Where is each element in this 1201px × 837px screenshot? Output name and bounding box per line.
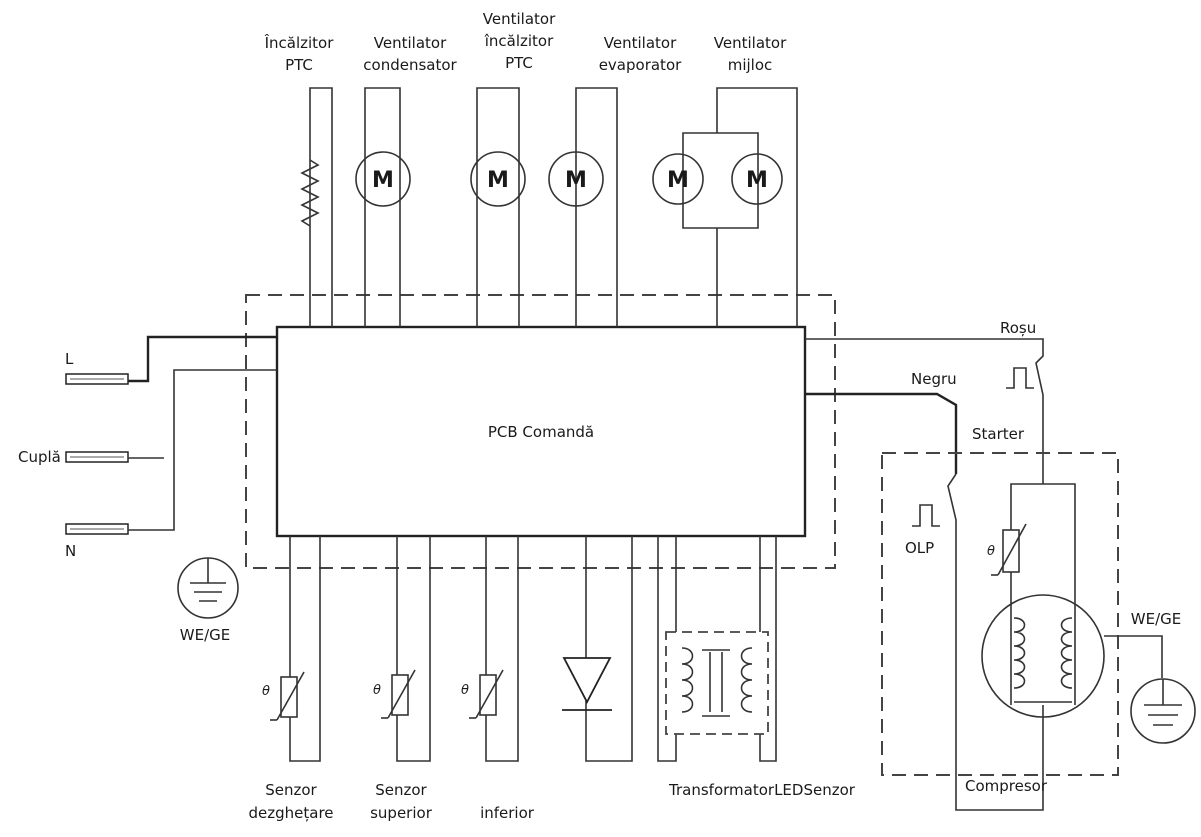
heater-ptc — [300, 87, 333, 327]
defrost-sensor-label-2: dezghețare — [248, 804, 333, 822]
resistor-symbol — [300, 159, 320, 227]
red-wire — [805, 338, 1044, 484]
compressor-ptc: θ — [987, 483, 1076, 705]
controller-housing-dashed — [245, 294, 836, 569]
heater-ptc-fan: M — [470, 87, 526, 327]
terminal-coupling-label: Cuplă — [18, 448, 61, 466]
olp-wire — [947, 473, 1044, 811]
condenser-fan: M — [355, 87, 411, 327]
theta-symbol: θ — [373, 683, 381, 698]
upper-sensor-label-2: superior — [370, 804, 433, 822]
terminal-n — [65, 369, 277, 535]
red-wire-label: Roșu — [1000, 319, 1036, 337]
lower-sensor: θ — [461, 536, 519, 762]
heater-fan-label-1: Ventilator — [483, 10, 556, 28]
olp-label: OLP — [905, 539, 934, 557]
led-diode — [562, 536, 633, 762]
lower-sensor-label: inferior — [480, 804, 535, 822]
condenser-fan-label-2: condensator — [363, 56, 457, 74]
terminal-coupling — [65, 451, 164, 463]
theta-symbol: θ — [987, 544, 995, 559]
motor-letter: M — [565, 168, 587, 193]
ground-right-wire — [1104, 635, 1163, 678]
terminal-n-label: N — [65, 542, 76, 560]
evaporator-fan-label-2: evaporator — [599, 56, 682, 74]
starter-label: Starter — [972, 425, 1025, 443]
compressor-label: Compresor — [965, 777, 1048, 795]
compressor-motor — [981, 594, 1105, 718]
transformer — [657, 536, 777, 762]
ground-right-symbol — [1130, 678, 1196, 744]
upper-sensor: θ — [373, 536, 431, 762]
pcb-box — [275, 325, 807, 538]
black-wire-label: Negru — [911, 370, 957, 388]
ground-left-symbol — [177, 557, 239, 619]
terminal-l — [65, 335, 277, 385]
condenser-fan-label-1: Ventilator — [374, 34, 447, 52]
black-wire — [805, 392, 958, 474]
defrost-sensor: θ — [262, 536, 321, 762]
heater-fan-label-3: PTC — [505, 54, 533, 72]
ground-right-label: WE/GE — [1131, 610, 1181, 628]
ground-left-label: WE/GE — [180, 626, 230, 644]
motor-letter: M — [746, 168, 768, 193]
bottom-row-label: TransformatorLEDSenzor — [668, 781, 856, 799]
pcb-label: PCB Comandă — [488, 423, 594, 441]
theta-symbol: θ — [461, 683, 469, 698]
starter-symbol — [1006, 367, 1034, 389]
middle-fan-label-2: mijloc — [728, 56, 773, 74]
compressor-housing-dashed — [881, 452, 1119, 776]
middle-fan-label-1: Ventilator — [714, 34, 787, 52]
heater-label-1: Încălzitor — [264, 33, 335, 52]
evaporator-fan: M — [548, 87, 618, 327]
theta-symbol: θ — [262, 684, 270, 699]
motor-letter: M — [372, 168, 394, 193]
middle-fan: M M — [652, 87, 798, 327]
defrost-sensor-label-1: Senzor — [265, 781, 317, 799]
motor-letter: M — [487, 168, 509, 193]
terminal-l-label: L — [65, 350, 74, 368]
heater-fan-label-2: încălzitor — [484, 32, 554, 50]
upper-sensor-label-1: Senzor — [375, 781, 427, 799]
olp-symbol — [912, 504, 940, 527]
evaporator-fan-label-1: Ventilator — [604, 34, 677, 52]
heater-label-2: PTC — [285, 56, 313, 74]
motor-letter: M — [667, 168, 689, 193]
